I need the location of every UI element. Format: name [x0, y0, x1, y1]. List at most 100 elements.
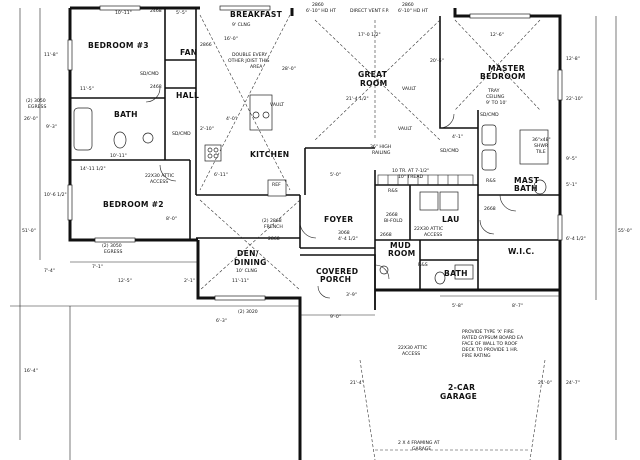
note-header-4: 2860	[402, 2, 414, 8]
note-tray-2: CEILING	[486, 94, 505, 100]
note-firerated-3: FACE OF WALL TO ROOF	[462, 341, 518, 347]
room-label-master-1: MASTER	[488, 64, 525, 73]
dimension-lines	[10, 8, 617, 460]
note-french-1: (2) 2868	[262, 218, 282, 224]
note-attic-2: ACCESS	[150, 179, 168, 185]
room-label-bath-small: BATH	[444, 269, 468, 278]
dim-4-1: 4'-1"	[452, 134, 463, 140]
note-header-3: DIRECT VENT F.P.	[350, 8, 389, 14]
room-label-hall: HALL	[176, 91, 199, 100]
dim-10-11b: 10'-11"	[110, 153, 127, 159]
note-shower-2: SHWR	[534, 143, 549, 149]
dim-17-0: 17'-0 1/2"	[358, 32, 381, 38]
dim-7-4: 7'-4"	[44, 268, 55, 274]
note-attic-3: 22X30 ATTIC	[414, 226, 443, 232]
dim-7-1: 7'-1"	[92, 264, 103, 270]
room-label-laundry: LAU	[442, 215, 460, 224]
dim-rs-c: R&S	[418, 262, 428, 268]
note-egress-1: (2) 3050	[102, 243, 122, 249]
dim-5-5: 5'-5"	[176, 10, 187, 16]
note-joist-1: DOUBLE EVERY	[232, 52, 267, 58]
room-label-bath-left: BATH	[114, 110, 138, 119]
note-firerated-2: RATED GYPSUM BOARD EA	[462, 335, 524, 341]
dim-21-0: 21'-0"	[538, 380, 552, 386]
dim-4-4: 4'-4 1/2"	[338, 236, 358, 242]
dim-28-0: 28'-0"	[282, 66, 296, 72]
note-egress-2: EGRESS	[104, 249, 122, 255]
room-label-foyer: FOYER	[324, 215, 353, 224]
dim-2468a: 2468	[150, 84, 162, 90]
note-vault-2: VAULT	[398, 126, 412, 132]
room-label-mast-bath-2: BATH	[514, 184, 538, 193]
note-breakfast-ceiling: 9' CLNG	[232, 22, 251, 28]
dim-16-0: 16'-0"	[224, 36, 238, 42]
dim-8-0: 8'-0"	[166, 216, 177, 222]
dim-3068: 3068	[338, 230, 350, 236]
dim-12-8: 12'-8"	[566, 56, 580, 62]
dim-11-8: 11'-8"	[44, 52, 58, 58]
note-railing-1: 36" HIGH	[370, 144, 391, 150]
dim-5-0: 5'-0"	[330, 172, 341, 178]
note-bifold-2: BI-FOLD	[384, 218, 403, 224]
dim-11-5: 11'-5"	[80, 86, 94, 92]
note-header-1: 2860	[312, 2, 324, 8]
note-sdcmd-2: SD/CMD	[172, 131, 191, 137]
note-shower-3: TILE	[535, 149, 546, 155]
note-egress-3: (2) 3050	[26, 98, 46, 104]
note-framing-2: GARAGE	[412, 446, 431, 452]
note-den-ceiling: 10' CLNG	[236, 268, 258, 274]
dim-2668b: 2668	[484, 206, 496, 212]
room-labels: BREAKFAST BEDROOM #3 FAN HALL BATH BEDRO…	[88, 10, 540, 401]
dim-12-5: 12'-5"	[118, 278, 132, 284]
note-sdcmd-3: SD/CMD	[440, 148, 459, 154]
note-egress-4: EGRESS	[28, 104, 46, 110]
dim-22-10: 22'-10"	[566, 96, 583, 102]
dimension-labels: 10'-11" 5'-5" 17'-0 1/2" 12'-6" 16'-0" 1…	[22, 8, 632, 386]
note-attic-6: ACCESS	[402, 351, 420, 357]
dim-2868: 2868	[268, 236, 280, 242]
dim-16-4: 16'-4"	[24, 368, 38, 374]
windows	[67, 5, 563, 301]
room-label-covered: COVERED	[316, 267, 358, 276]
note-vault-3: VAULT	[270, 102, 284, 108]
note-header-5: 6'-10" HD HT	[398, 8, 428, 14]
dim-2-10: 2'-10"	[200, 126, 214, 132]
dim-21-4: 21'-4 1/2"	[346, 96, 369, 102]
dim-11-11: 11'-11"	[232, 278, 249, 284]
dim-9-5: 9'-5"	[566, 156, 577, 162]
note-french-2: FRENCH	[264, 224, 283, 230]
room-label-garage-1: 2-CAR	[448, 383, 475, 392]
dim-24-7: 24'-7"	[566, 380, 580, 386]
room-label-bedroom3: BEDROOM #3	[88, 41, 149, 50]
note-attic-4: ACCESS	[424, 232, 442, 238]
dim-8-7: 8'-7"	[512, 303, 523, 309]
dim-4-0: 4'-0"	[226, 116, 237, 122]
note-firerated-1: PROVIDE TYPE 'X' FIRE	[462, 329, 514, 335]
note-firerated-4: DECK TO PROVIDE 1 HR.	[462, 347, 518, 353]
dim-6-11: 6'-11"	[214, 172, 228, 178]
dim-10-11a: 10'-11"	[115, 10, 132, 16]
room-label-breakfast: BREAKFAST	[230, 10, 283, 19]
dim-9-0: 9'-0"	[330, 314, 341, 320]
note-sdcmd-1: SD/CMD	[140, 71, 159, 77]
fixtures	[73, 94, 549, 285]
note-shower-1: 36"x48"	[532, 137, 551, 143]
note-joist-3: AREA	[250, 64, 263, 70]
note-tray-1: TRAY	[487, 88, 500, 94]
room-label-wic: W.I.C.	[508, 247, 535, 256]
note-header-2: 6'-10" HD HT	[306, 8, 336, 14]
note-vault-1: VAULT	[402, 86, 416, 92]
door-swings	[145, 87, 517, 299]
note-attic-5: 22X30 ATTIC	[398, 345, 427, 351]
dim-5-1: 5'-1"	[566, 182, 577, 188]
dim-20-5: 20'-5"	[430, 58, 444, 64]
dim-5-8: 5'-8"	[452, 303, 463, 309]
room-label-den: DEN/	[237, 249, 259, 258]
ceiling-lines	[199, 14, 546, 460]
room-label-bedroom2: BEDROOM #2	[103, 200, 164, 209]
note-attic-1: 22X30 ATTIC	[145, 173, 174, 179]
note-firerated-5: FIRE RATING	[462, 353, 491, 359]
room-label-great-1: GREAT	[358, 70, 388, 79]
dim-6-4: 6'-4 1/2"	[566, 236, 586, 242]
